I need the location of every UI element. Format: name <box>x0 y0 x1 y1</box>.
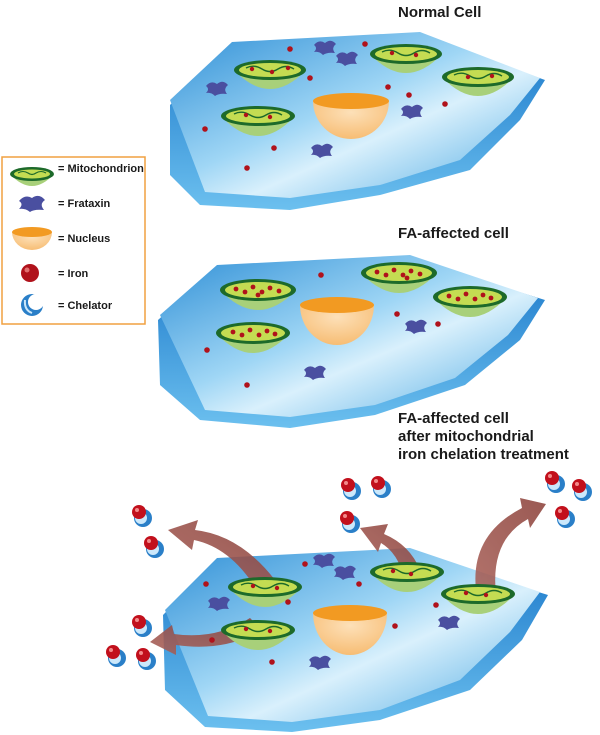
chelator-iron-complex <box>144 536 164 558</box>
chelator-iron-complex <box>555 506 575 528</box>
legend-iron-label: = Iron <box>58 268 89 280</box>
mitochondrion <box>216 322 290 353</box>
chelator-icon <box>21 294 44 316</box>
legend-nucleus-label: = Nucleus <box>58 233 110 245</box>
frataxin-icon <box>314 40 336 55</box>
chelator-iron-complexes <box>106 471 592 670</box>
frataxin-group <box>206 40 460 670</box>
mitochondrion <box>221 106 295 136</box>
frataxin-icon <box>438 615 460 630</box>
mitochondrion <box>228 577 302 607</box>
nucleus-cell3 <box>313 605 387 655</box>
arrow-right-up <box>475 498 546 594</box>
frataxin-icon <box>304 365 326 380</box>
chelator-iron-complex <box>106 645 126 667</box>
nucleus-icon <box>12 227 52 250</box>
frataxin-icon <box>208 596 230 611</box>
mitochondrion <box>234 60 306 89</box>
frataxin-icon <box>334 565 356 580</box>
mitochondrion <box>370 562 444 592</box>
frataxin-icon <box>206 81 228 96</box>
frataxin-icon <box>336 51 358 66</box>
title-normal-cell: Normal Cell <box>398 4 481 21</box>
chelator-iron-complex <box>341 478 361 500</box>
mitochondrion <box>361 262 437 293</box>
mitochondria-cell3 <box>221 562 515 650</box>
chelator-iron-complex <box>132 615 152 637</box>
iron-dots <box>202 41 448 665</box>
mitochondrion <box>442 67 514 96</box>
chelator-iron-complex <box>371 476 391 498</box>
mitochondrion-icon <box>10 167 54 186</box>
nucleus-cell2 <box>300 297 374 345</box>
mitochondrion <box>220 279 296 310</box>
title-fa-affected-cell: FA-affected cell <box>398 225 509 242</box>
chelator-iron-complex <box>136 648 156 670</box>
frataxin-icon <box>311 143 333 158</box>
title-treated-line2: after mitochondrial <box>398 428 534 445</box>
chelator-iron-complex <box>572 479 592 501</box>
frataxin-icon <box>405 319 427 334</box>
legend: = Mitochondrion = Frataxin = Nucleus = I… <box>1 156 146 325</box>
mitochondrion <box>433 286 507 317</box>
iron-icon <box>21 264 39 282</box>
mitochondria-cell2 <box>216 262 507 353</box>
mitochondrion <box>441 584 515 614</box>
mitochondrion <box>370 44 442 73</box>
chelator-iron-complex <box>132 505 152 527</box>
chelator-iron-complex <box>340 511 360 533</box>
frataxin-icon <box>19 195 45 212</box>
chelator-iron-complex <box>545 471 565 493</box>
legend-chelator-label: = Chelator <box>58 300 113 312</box>
frataxin-icon <box>401 104 423 119</box>
mitochondria-cell1 <box>221 44 514 136</box>
title-treated-line3: iron chelation treatment <box>398 446 569 463</box>
nucleus-cell1 <box>313 93 389 139</box>
arrow-left-up <box>168 520 275 592</box>
legend-frataxin-label: = Frataxin <box>58 198 111 210</box>
legend-mitochondrion-label: = Mitochondrion <box>58 163 144 175</box>
frataxin-icon <box>313 553 335 568</box>
frataxin-icon <box>309 655 331 670</box>
mitochondrion <box>221 620 295 650</box>
title-treated-line1: FA-affected cell <box>398 410 509 427</box>
